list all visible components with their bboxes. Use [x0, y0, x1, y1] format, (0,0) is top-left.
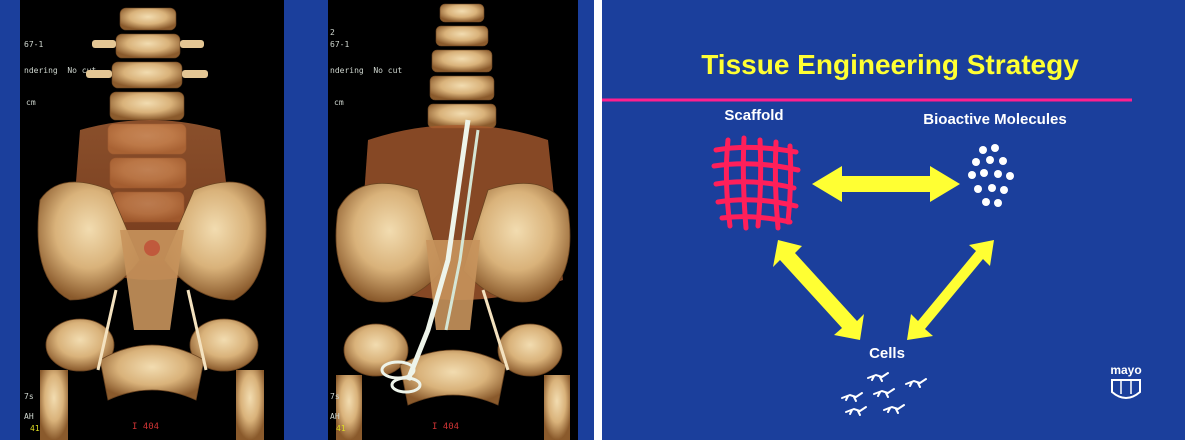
scaffold-mesh-icon — [714, 138, 798, 228]
ct-images-panel: 67-1 ndering No cut cm — [0, 0, 594, 440]
ct-footer-scale: 7s — [330, 392, 340, 402]
ct-corner-number: 41 — [336, 424, 346, 433]
cells-label: Cells — [869, 345, 905, 362]
ct-footer-ah: AH — [24, 412, 34, 422]
arrow-molecules-cells-icon — [907, 240, 994, 340]
slide-title: Tissue Engineering Strategy — [701, 49, 1079, 80]
scaffold-label: Scaffold — [724, 107, 783, 124]
bioactive-molecules-icon — [968, 144, 1014, 207]
strategy-diagram: Tissue Engineering Strategy Scaffold Bio… — [602, 0, 1185, 440]
bioactive-molecules-label: Bioactive Molecules — [923, 111, 1066, 128]
cells-icon — [842, 373, 926, 415]
ct-rendering-implant: 2 67-1 ndering No cut cm — [328, 0, 578, 440]
ct-slice-number: I 404 — [432, 422, 459, 432]
ct-footer-scale: 7s — [24, 392, 34, 402]
tissue-engineering-slide: Tissue Engineering Strategy Scaffold Bio… — [602, 0, 1185, 440]
ct-corner-number: 41 — [30, 424, 40, 433]
pelvis-render-1 — [20, 0, 284, 440]
ct-slice-number: I 404 — [132, 422, 159, 432]
ct-rendering-front: 67-1 ndering No cut cm — [20, 0, 284, 440]
svg-text:mayo: mayo — [1110, 363, 1141, 377]
arrow-scaffold-cells-icon — [773, 240, 864, 340]
arrow-scaffold-molecules-icon — [812, 166, 960, 202]
ct-footer-ah: AH — [330, 412, 340, 422]
pelvis-render-2 — [328, 0, 578, 440]
mayo-logo: mayo — [1110, 363, 1141, 398]
